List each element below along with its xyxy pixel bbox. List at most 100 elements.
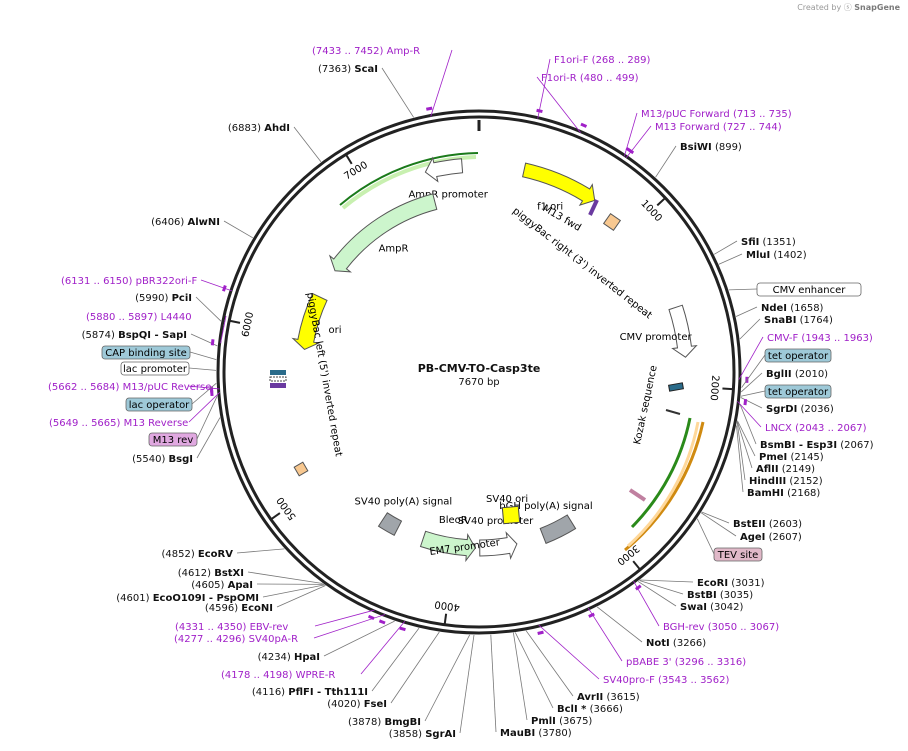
box-label-7: TEV site (717, 550, 759, 561)
enzyme-right-leader-3 (735, 306, 758, 317)
feature-ori[interactable] (291, 292, 328, 350)
primer-11: BGH-rev (3050 .. 3067) (663, 622, 779, 633)
pb-left-marker (293, 461, 309, 477)
scale-tick (722, 387, 733, 391)
enzyme-right-leader-10 (736, 422, 746, 481)
sv40-ori-marker (501, 505, 521, 525)
tev-site-marker (628, 488, 647, 502)
label-leaders (187, 49, 766, 734)
box-label-bg-5 (125, 397, 193, 412)
primer-16: (4178 .. 4198) WPRE-R (221, 670, 335, 681)
feature-f1ori[interactable] (522, 162, 596, 206)
enzyme-left-15: (3858) SgrAI (389, 729, 456, 740)
sv40-ori-label: SV40 ori (486, 494, 528, 505)
box-label-5: lac operator (129, 400, 190, 411)
box-leader-5 (191, 383, 217, 405)
box-label-bg-7 (713, 547, 763, 562)
primer-3: M13/pUC Forward (713 .. 735) (641, 109, 792, 120)
enzyme-right-13: AgeI (2607) (740, 532, 802, 543)
feature-label-f1ori: f1 ori (537, 202, 563, 213)
feature-cmv-promoter[interactable] (668, 304, 698, 358)
box-label-bg-1 (764, 348, 832, 363)
primer-site-13 (537, 630, 544, 635)
primer-site-15 (378, 619, 386, 625)
enzyme-right-leader-0 (655, 145, 677, 178)
enzyme-right-20: PmlI (3675) (531, 716, 592, 727)
primer-leader-8 (188, 392, 221, 423)
tet-operator-marker-1 (668, 382, 684, 392)
box-leader-1 (741, 354, 766, 388)
enzyme-right-leader-17 (596, 606, 643, 643)
primer-site-8 (210, 389, 214, 397)
credit-brand: SnapGene (854, 3, 900, 12)
enzyme-left-leader-15 (459, 634, 475, 734)
scale-tick (271, 512, 281, 520)
feature-bgh[interactable] (539, 514, 577, 545)
scale-tick (656, 197, 666, 207)
feature-sv40-promoter[interactable] (479, 531, 518, 561)
scale-label: 4000 (434, 598, 461, 612)
enzyme-right-leader-5 (740, 372, 763, 393)
enzyme-right-9: AflII (2149) (756, 464, 815, 475)
scale-tick (230, 319, 241, 324)
primer-leader-1 (537, 58, 551, 119)
feature-bleor[interactable] (419, 530, 476, 563)
enzyme-left-leader-12 (371, 627, 420, 692)
enzyme-left-leader-13 (390, 631, 440, 704)
enzyme-right-leader-18 (525, 630, 574, 697)
enzyme-right-leader-19 (514, 632, 554, 709)
feature-ampr[interactable] (328, 193, 438, 273)
enzyme-left-leader-11 (323, 620, 395, 657)
scale-ticks (230, 120, 733, 624)
outer-labels: (7363) ScaI(6883) AhdI(6406) AlwNI(5990)… (48, 46, 874, 740)
enzyme-right-7: BsmBI - Esp3I (2067) (760, 440, 874, 451)
primer-leader-0 (430, 49, 453, 117)
feature-label-ori: ori (329, 325, 342, 336)
credit-prefix: Created by (797, 3, 842, 12)
enzyme-right-17: NotI (3266) (646, 638, 706, 649)
feature-label-ampr: AmpR (379, 244, 409, 255)
enzyme-left-14: (3878) BmgBI (348, 717, 421, 728)
feature-sv40-polya[interactable] (377, 512, 403, 536)
primer-leader-16 (360, 620, 406, 675)
ampr-orf-arc (339, 152, 479, 206)
enzyme-right-1: SfiI (1351) (741, 237, 796, 248)
box-leader-6 (196, 396, 218, 440)
primer-1: F1ori-F (268 .. 289) (554, 55, 650, 66)
feature-ampr-promoter[interactable] (424, 156, 464, 183)
primer-13: SV40pro-F (3543 .. 3562) (603, 675, 730, 686)
primer-7: (5662 .. 5684) M13/pUC Reverse (48, 382, 211, 393)
primer-5: (6131 .. 6150) pBR322ori-F (61, 276, 197, 287)
enzyme-left-0: (7363) ScaI (318, 64, 378, 75)
backbone-outer (216, 109, 742, 635)
enzyme-left-leader-1 (293, 126, 322, 163)
enzyme-left-5: (5540) BsgI (132, 454, 193, 465)
enzyme-left-leader-14 (424, 634, 471, 722)
backbone-inner (222, 115, 736, 629)
enzyme-right-leader-13 (700, 512, 737, 537)
enzyme-left-13: (4020) FseI (327, 699, 387, 710)
enzyme-right-5: BglII (2010) (766, 369, 828, 380)
primer-site-2 (580, 122, 588, 128)
primer-leader-9 (738, 336, 764, 380)
kozak-label: Kozak sequence (632, 364, 660, 445)
pb-right-marker (602, 212, 622, 232)
casp3-orf-green-arc (630, 417, 692, 529)
box-label-bg-0 (756, 282, 862, 297)
enzyme-right-3: NdeI (1658) (761, 303, 824, 314)
enzyme-right-15: BstBI (3035) (687, 590, 753, 601)
primer-site-0 (426, 106, 433, 111)
box-label-3: CAP binding site (105, 348, 187, 359)
primer-leader-12 (587, 607, 623, 662)
enzyme-right-19: BclI * (3666) (557, 704, 623, 715)
feature-label-bgh: bGH poly(A) signal (499, 501, 592, 512)
enzyme-right-leader-20 (513, 632, 528, 721)
scale-label: 5000 (275, 495, 299, 522)
enzyme-right-leader-8 (737, 420, 756, 457)
primer-leader-15 (313, 614, 386, 639)
enzyme-right-leader-15 (639, 580, 684, 595)
casp3-orf-orange-band (626, 421, 700, 548)
primer-14: (4331 .. 4350) EBV-rev (175, 622, 288, 633)
enzyme-right-6: SgrDI (2036) (766, 404, 834, 415)
enzyme-left-2: (6406) AlwNI (151, 217, 220, 228)
